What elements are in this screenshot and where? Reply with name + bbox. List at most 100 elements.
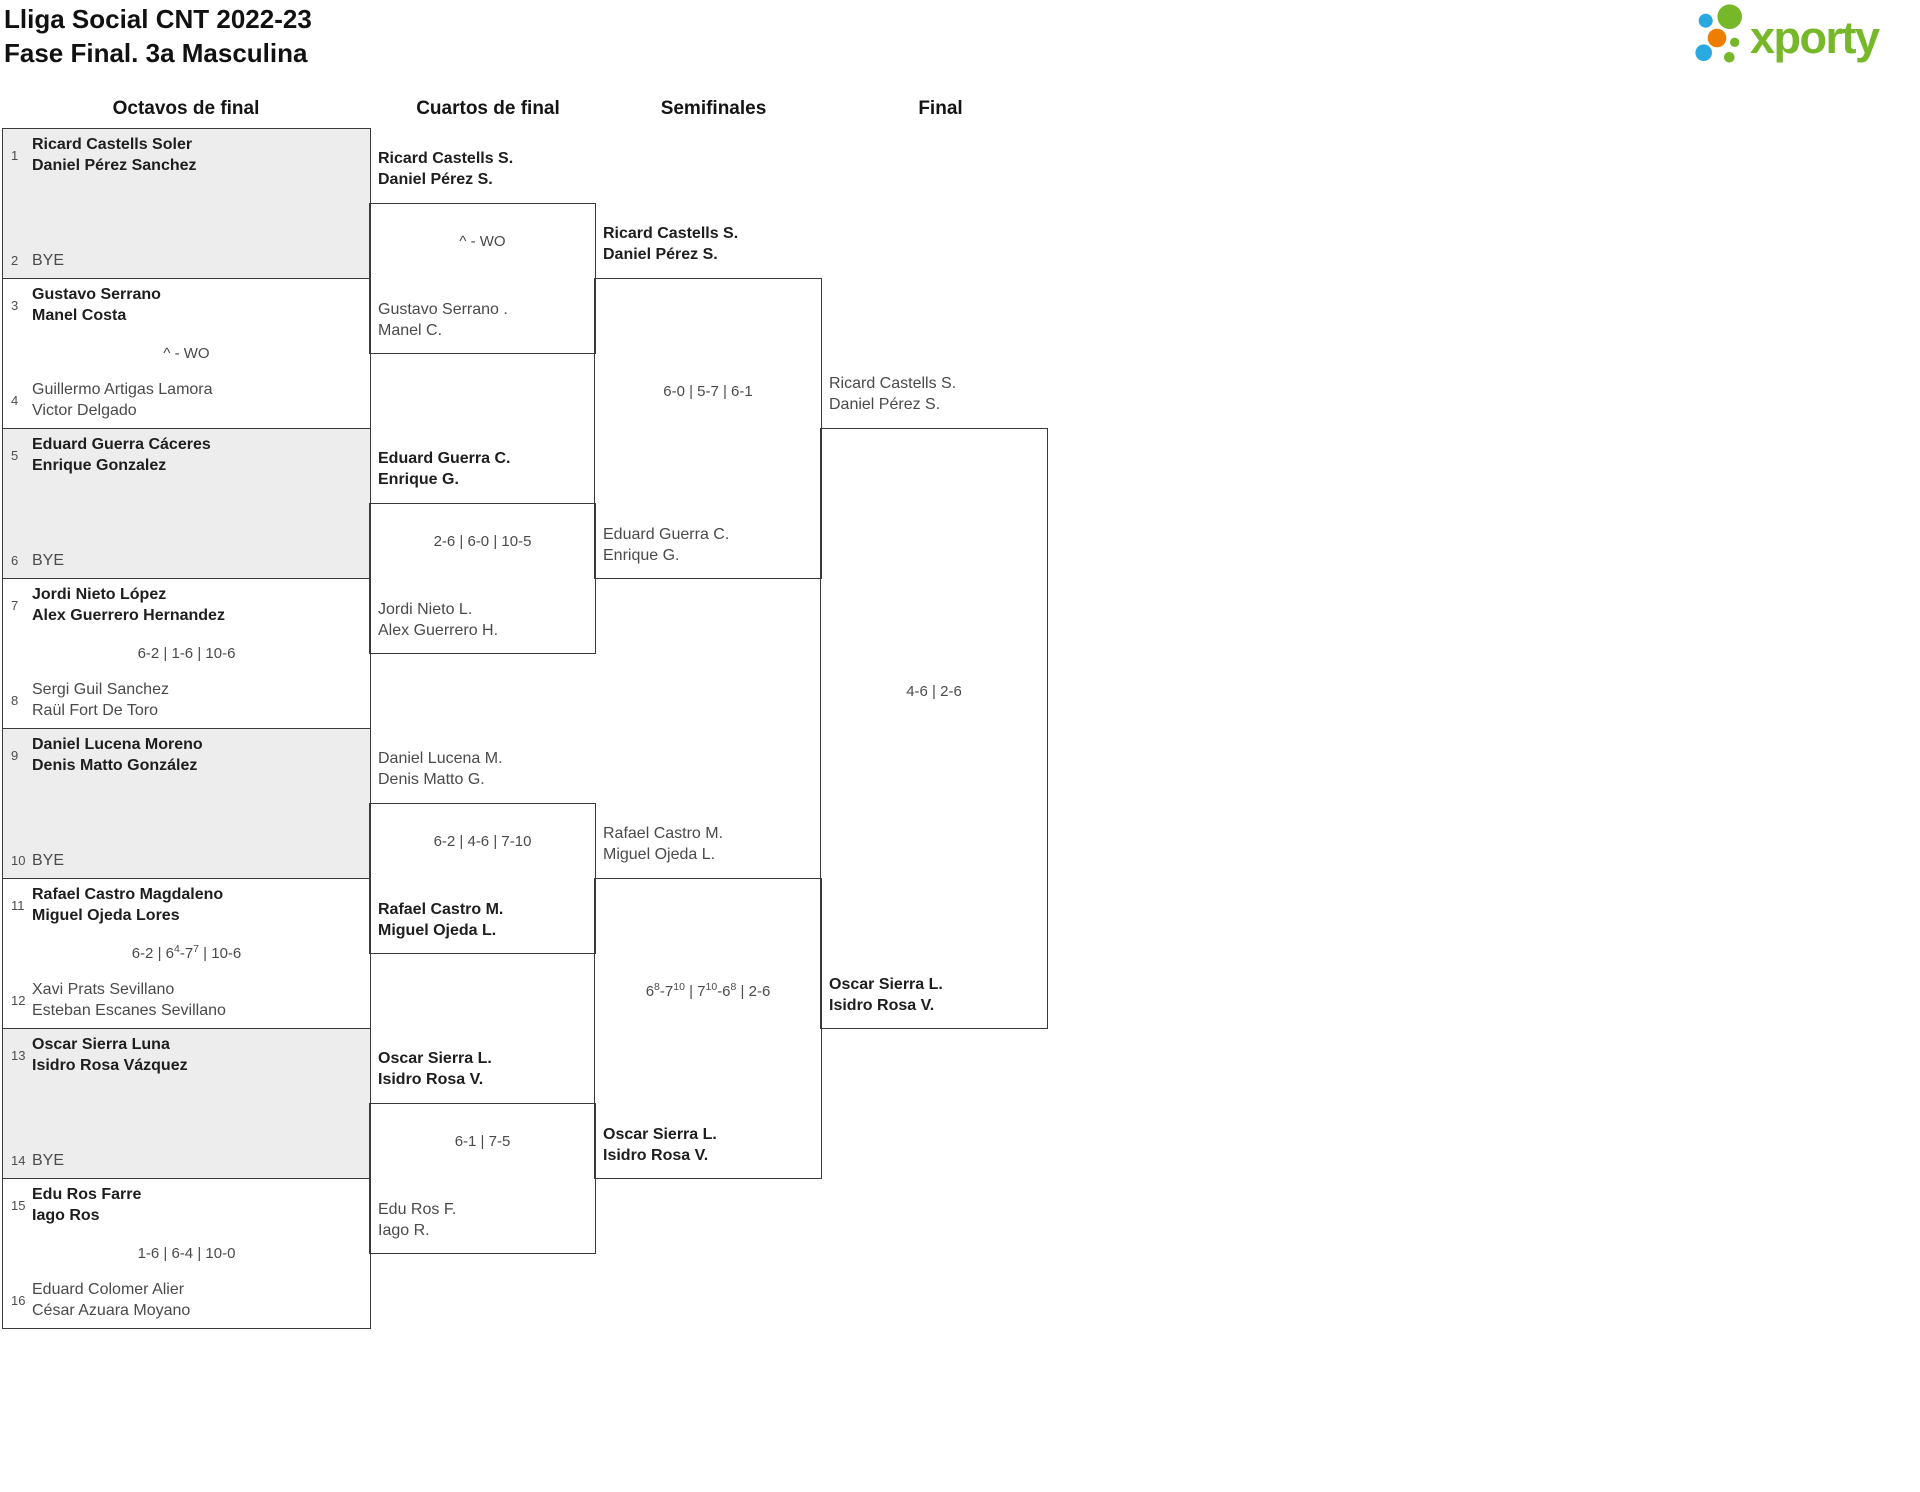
- player-name: Edu Ros Farre: [32, 1186, 142, 1203]
- match-box[interactable]: 9 Daniel Lucena Moreno Denis Matto Gonzá…: [2, 728, 371, 879]
- player-name: Enrique G.: [378, 471, 459, 488]
- xporty-logo[interactable]: xporty: [1690, 0, 1920, 64]
- player-name: Miguel Ojeda L.: [603, 846, 716, 863]
- match-box[interactable]: 5 Eduard Guerra Cáceres Enrique Gonzalez…: [2, 428, 371, 579]
- match-box[interactable]: Ricard Castells S. Daniel Pérez S. ^ - W…: [369, 150, 596, 354]
- seed-number: 15: [11, 1197, 26, 1213]
- player-name: Eduard Guerra C.: [378, 450, 511, 467]
- player-name: Edu Ros F.: [378, 1201, 457, 1218]
- match-box[interactable]: Oscar Sierra L. Isidro Rosa V. 6-1 | 7-5…: [369, 1050, 596, 1254]
- player-name: Alex Guerrero Hernandez: [32, 607, 225, 624]
- team-top: 5 Eduard Guerra Cáceres Enrique Gonzalez: [3, 434, 370, 476]
- seed-number: 12: [11, 992, 26, 1008]
- team-bottom: 12 Xavi Prats Sevillano Esteban Escanes …: [3, 979, 370, 1021]
- player-name: Ricard Castells S.: [603, 225, 739, 242]
- team-bottom: Eduard Guerra C. Enrique G.: [595, 524, 821, 566]
- player-name: Sergi Guil Sanchez: [32, 681, 169, 698]
- round-header: Semifinales: [660, 98, 767, 119]
- seed-number: 3: [11, 297, 19, 313]
- match-score: 1-6 | 6-4 | 10-0: [137, 1245, 236, 1262]
- team-bottom: Oscar Sierra L. Isidro Rosa V.: [821, 974, 1047, 1016]
- player-name: Gustavo Serrano .: [378, 301, 508, 318]
- player-name: Daniel Lucena M.: [378, 750, 503, 767]
- player-name: Oscar Sierra L.: [378, 1050, 492, 1067]
- match-box[interactable]: 15 Edu Ros Farre Iago Ros 1-6 | 6-4 | 10…: [2, 1178, 371, 1329]
- player-name: Raül Fort De Toro: [32, 702, 158, 719]
- team-bottom: 8 Sergi Guil Sanchez Raül Fort De Toro: [3, 679, 370, 721]
- match-score: ^ - WO: [163, 345, 210, 362]
- player-name: Oscar Sierra L.: [829, 976, 943, 993]
- team-bottom: Jordi Nieto L. Alex Guerrero H.: [370, 599, 595, 641]
- player-name: Iago R.: [378, 1222, 430, 1239]
- match-box[interactable]: Rafael Castro M. Miguel Ojeda L. 68-710 …: [594, 825, 822, 1179]
- player-name: Daniel Pérez S.: [378, 171, 493, 188]
- match-score: 6-0 | 5-7 | 6-1: [663, 383, 753, 400]
- match-box[interactable]: 3 Gustavo Serrano Manel Costa ^ - WO 4 G…: [2, 278, 371, 429]
- round-header: Octavos de final: [112, 98, 260, 119]
- team-top: Eduard Guerra C. Enrique G.: [370, 448, 595, 490]
- player-name: Enrique Gonzalez: [32, 457, 167, 474]
- player-name: Iago Ros: [32, 1207, 100, 1224]
- player-name: Isidro Rosa V.: [829, 997, 935, 1014]
- page-title-line2: Fase Final. 3a Masculina: [4, 38, 308, 68]
- team-top: Ricard Castells S. Daniel Pérez S.: [821, 373, 1047, 415]
- seed-number: 9: [11, 747, 19, 763]
- team-bottom: 16 Eduard Colomer Alier César Azuara Moy…: [3, 1279, 370, 1321]
- round-header: Cuartos de final: [416, 98, 560, 119]
- match-score: 6-2 | 4-6 | 7-10: [433, 833, 532, 850]
- player-name: BYE: [32, 1152, 65, 1169]
- seed-number: 4: [11, 392, 19, 408]
- match-box[interactable]: Ricard Castells S. Daniel Pérez S. 4-6 |…: [820, 375, 1048, 1029]
- team-top: 7 Jordi Nieto López Alex Guerrero Hernan…: [3, 584, 370, 626]
- player-name: Daniel Pérez S.: [603, 246, 718, 263]
- player-name: Victor Delgado: [32, 402, 137, 419]
- logo-dot-blue-small: [1698, 13, 1713, 28]
- logo-dot-green-big: [1717, 4, 1742, 29]
- match-box[interactable]: Eduard Guerra C. Enrique G. 2-6 | 6-0 | …: [369, 450, 596, 654]
- team-top: 3 Gustavo Serrano Manel Costa: [3, 284, 370, 326]
- match-score: 6-1 | 7-5: [454, 1133, 511, 1150]
- team-bottom: 6 BYE: [3, 550, 370, 571]
- page-title-line1: Lliga Social CNT 2022-23: [4, 4, 312, 34]
- round-header: Final: [918, 98, 963, 119]
- logo-dot-green-mid: [1730, 37, 1740, 47]
- match-score: 4-6 | 2-6: [906, 683, 962, 700]
- match-box[interactable]: Daniel Lucena M. Denis Matto G. 6-2 | 4-…: [369, 750, 596, 954]
- match-score: 6-2 | 64-77 | 10-6: [131, 943, 242, 962]
- player-name: Xavi Prats Sevillano: [32, 981, 175, 998]
- match-box[interactable]: 13 Oscar Sierra Luna Isidro Rosa Vázquez…: [2, 1028, 371, 1179]
- team-top: 13 Oscar Sierra Luna Isidro Rosa Vázquez: [3, 1034, 370, 1076]
- team-bottom: 10 BYE: [3, 850, 370, 871]
- player-name: BYE: [32, 852, 65, 869]
- logo-dot-orange: [1707, 28, 1727, 48]
- team-bottom: Rafael Castro M. Miguel Ojeda L.: [370, 899, 595, 941]
- player-name: Daniel Lucena Moreno: [32, 736, 203, 753]
- match-box[interactable]: 1 Ricard Castells Soler Daniel Pérez San…: [2, 128, 371, 279]
- player-name: BYE: [32, 552, 65, 569]
- seed-number: 10: [11, 853, 26, 868]
- player-name: Ricard Castells Soler: [32, 136, 193, 153]
- player-name: Isidro Rosa V.: [378, 1071, 484, 1088]
- team-top: Daniel Lucena M. Denis Matto G.: [370, 748, 595, 790]
- seed-number: 6: [11, 553, 19, 568]
- player-name: Rafael Castro M.: [378, 901, 504, 918]
- player-name: Miguel Ojeda L.: [378, 922, 497, 939]
- match-box[interactable]: 7 Jordi Nieto López Alex Guerrero Hernan…: [2, 578, 371, 729]
- logo-dot-blue-big: [1695, 44, 1712, 61]
- team-top: 1 Ricard Castells Soler Daniel Pérez San…: [3, 134, 370, 176]
- team-top: Ricard Castells S. Daniel Pérez S.: [595, 223, 821, 265]
- player-name: BYE: [32, 252, 65, 269]
- player-name: Denis Matto G.: [378, 771, 485, 788]
- match-box[interactable]: Ricard Castells S. Daniel Pérez S. 6-0 |…: [594, 225, 822, 579]
- seed-number: 7: [11, 597, 19, 613]
- seed-number: 14: [11, 1153, 26, 1168]
- team-top: Ricard Castells S. Daniel Pérez S.: [370, 148, 595, 190]
- match-box[interactable]: 11 Rafael Castro Magdaleno Miguel Ojeda …: [2, 878, 371, 1029]
- player-name: Eduard Guerra Cáceres: [32, 436, 211, 453]
- team-bottom: 2 BYE: [3, 250, 370, 271]
- seed-number: 16: [11, 1292, 26, 1308]
- player-name: Eduard Colomer Alier: [32, 1281, 185, 1298]
- team-bottom: Edu Ros F. Iago R.: [370, 1199, 595, 1241]
- player-name: Miguel Ojeda Lores: [32, 907, 180, 924]
- team-bottom: 14 BYE: [3, 1150, 370, 1171]
